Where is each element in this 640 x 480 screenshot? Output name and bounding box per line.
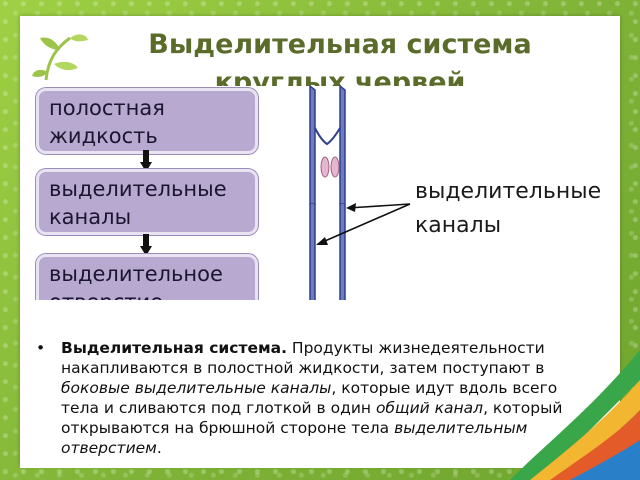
description-italic: выделительным отверстием [61, 419, 528, 457]
gland-left [320, 156, 330, 178]
pointer-line-upper [347, 203, 411, 209]
box-cavity-fluid: полостная жидкость [36, 88, 258, 154]
canal-junction [314, 127, 341, 146]
arrow-down-icon [140, 234, 152, 256]
leaf-logo-icon [32, 34, 88, 81]
description-italic: общий канал [375, 399, 484, 417]
description-bold: Выделительная система. [61, 339, 287, 357]
description-italic: боковые выделительные каналы [61, 379, 332, 397]
description-part: . [156, 439, 162, 457]
ribbon-decoration-icon [510, 350, 640, 480]
canals-label: выделительные каналы [415, 179, 602, 238]
bullet-icon: • [36, 339, 46, 357]
arrow-down-icon [140, 150, 152, 172]
canal-illustration [309, 84, 411, 303]
gland-right [330, 156, 340, 178]
pointer-arrowhead-icon [316, 237, 328, 245]
description-part: Продукты жизнедеятельности накапливаются… [61, 339, 545, 377]
right-canal [339, 84, 346, 205]
left-canal-lower [309, 204, 316, 303]
left-canal [309, 84, 316, 205]
description-part: , который открываются на брюшной стороне… [61, 399, 563, 437]
slide-title: Выделительная система круглых червей [148, 29, 532, 86]
description-text: • Выделительная система. Продукты жизнед… [36, 338, 588, 458]
text-panel [20, 300, 620, 468]
box-excretory-canals: выделительные каналы [36, 169, 258, 235]
description-part: , которые идут вдоль всего тела и сливаю… [61, 379, 558, 417]
right-canal-lower [339, 204, 346, 303]
pointer-line-lower [317, 203, 411, 245]
pointer-arrowhead-icon [346, 203, 356, 212]
